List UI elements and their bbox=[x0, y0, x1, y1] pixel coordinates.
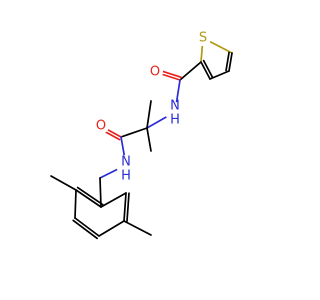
benzene-bond-1 bbox=[75, 189, 102, 208]
benzene-double-bond-2 bbox=[72, 219, 99, 240]
top-amide-nitrogen-label: N bbox=[170, 99, 180, 114]
benzyl-to-aromatic-bond bbox=[99, 177, 102, 208]
thiophene-bond-c2-c3 bbox=[228, 52, 233, 72]
bond-layer bbox=[50, 37, 233, 240]
thiophene-bond-c4-c5 bbox=[200, 61, 211, 80]
top-carbonyl-oxygen-label: O bbox=[150, 65, 160, 80]
thiophene-double-bond-c4-c5 bbox=[202, 59, 214, 79]
top-amide-nitrogen-bg bbox=[165, 102, 185, 122]
middle-amide-nitrogen-label: N bbox=[121, 155, 131, 170]
benzene-bond-4 bbox=[98, 220, 125, 237]
benzene-bond-3 bbox=[74, 217, 100, 237]
benzene-bond-5 bbox=[123, 192, 127, 222]
thiophene-double-bond-c2-c3 bbox=[225, 51, 230, 72]
ortho-methyl-bond bbox=[50, 175, 77, 191]
thiophene-to-carbonyl-bond bbox=[179, 61, 202, 81]
benzene-bond-6 bbox=[100, 192, 127, 208]
sulfur-atom-label: S bbox=[199, 31, 207, 46]
sulfur-atom-bg bbox=[195, 30, 211, 46]
middle-amide-nitrogen-bg bbox=[116, 155, 136, 175]
quaternary-to-middle-carbonyl-bond bbox=[120, 127, 148, 138]
meta-methyl-bond bbox=[123, 220, 152, 236]
atom-label-layer: S O N H O N H bbox=[93, 30, 211, 184]
middle-carbonyl-oxygen-bg bbox=[93, 118, 109, 134]
middle-carbonyl-oxygen-label: O bbox=[96, 119, 106, 134]
top-carbonyl-oxygen-bg bbox=[147, 64, 163, 80]
molecule-structure-diagram: S O N H O N H bbox=[50, 30, 233, 240]
middle-amide-hydrogen-label: H bbox=[121, 169, 131, 184]
upper-methyl-bond bbox=[146, 100, 152, 129]
top-amide-hydrogen-label: H bbox=[170, 113, 180, 128]
benzene-double-bond-1 bbox=[76, 186, 104, 206]
benzene-bond-2 bbox=[74, 189, 77, 219]
lower-methyl-bond bbox=[146, 127, 152, 152]
benzene-double-bond-3 bbox=[126, 192, 130, 223]
